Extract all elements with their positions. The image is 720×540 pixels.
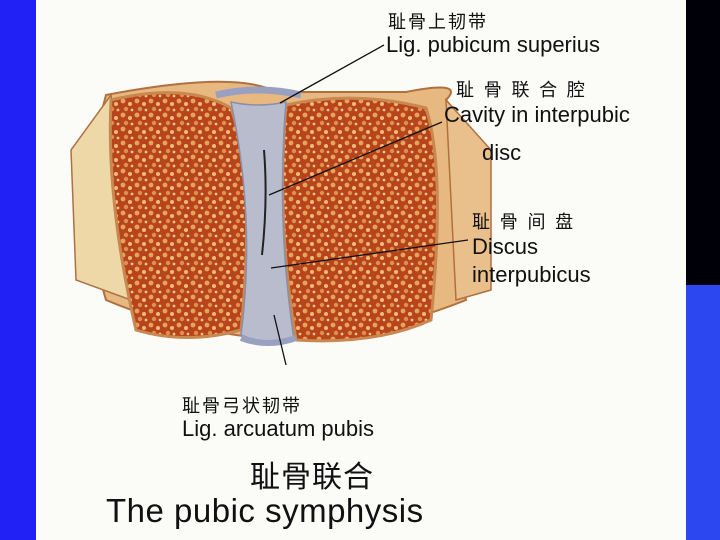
title-cn: 耻骨联合 bbox=[250, 452, 374, 496]
right-frame-bar-blue bbox=[686, 285, 720, 540]
label-lig-arcuatum-cn: 耻骨弓状韧带 bbox=[182, 392, 302, 418]
right-pubic-bone bbox=[283, 98, 438, 341]
left-pubic-bone bbox=[110, 93, 246, 338]
label-discus-cn: 耻 骨 间 盘 bbox=[472, 208, 575, 234]
label-cavity-en-1: Cavity in interpubic bbox=[444, 102, 630, 128]
label-discus-en-2: interpubicus bbox=[472, 262, 591, 288]
left-frame-bar bbox=[0, 0, 36, 540]
label-lig-superius-cn: 耻骨上韧带 bbox=[388, 8, 488, 34]
title-en: The pubic symphysis bbox=[106, 492, 424, 530]
label-cavity-cn: 耻 骨 联 合 腔 bbox=[456, 76, 587, 102]
label-lig-arcuatum-en: Lig. arcuatum pubis bbox=[182, 416, 374, 442]
label-lig-superius-en: Lig. pubicum superius bbox=[386, 32, 600, 58]
right-frame-bar-dark bbox=[686, 0, 720, 285]
label-discus-en-1: Discus bbox=[472, 234, 538, 260]
label-cavity-en-2: disc bbox=[482, 140, 521, 166]
slide-canvas: 耻骨上韧带 Lig. pubicum superius 耻 骨 联 合 腔 Ca… bbox=[36, 0, 686, 540]
